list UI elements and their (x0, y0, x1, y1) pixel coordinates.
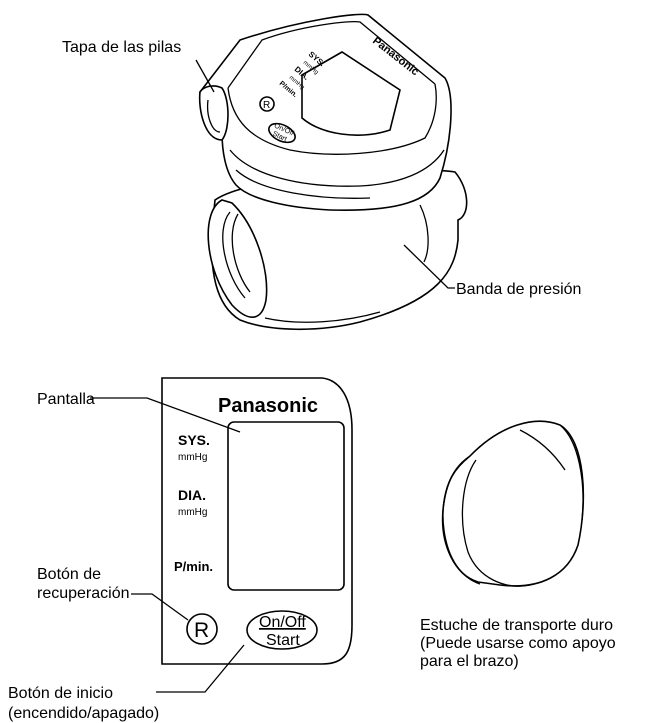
leader-cuff (403, 244, 455, 289)
callout-case-line3: para el brazo) (420, 653, 519, 670)
callout-display: Pantalla (37, 391, 95, 408)
leader-recall (131, 593, 189, 621)
front-brand: Panasonic (218, 395, 318, 417)
recall-button[interactable] (186, 613, 218, 645)
leader-display (90, 397, 241, 433)
front-dia-unit: mmHg (178, 507, 207, 518)
front-sys-label: SYS. (178, 432, 210, 448)
perspective-r-button-label: R (263, 100, 270, 111)
callout-battery-cover: Tapa de las pilas (62, 39, 181, 56)
display-screen (227, 421, 345, 591)
front-pulse-label: P/min. (174, 559, 213, 574)
monitor-front-view: Panasonic SYS. mmHg DIA. mmHg P/min. R O… (161, 377, 353, 665)
leader-start (156, 644, 245, 693)
front-sys-unit: mmHg (178, 452, 207, 463)
start-button-label: Start (266, 632, 300, 649)
callout-recall-line2: recuperación (37, 585, 130, 602)
leader-battery-cover (195, 59, 215, 93)
front-dia-label: DIA. (178, 487, 206, 503)
callout-start-line1: Botón de inicio (8, 685, 113, 702)
callout-recall-line1: Botón de (37, 566, 101, 583)
onoff-button-label: On/Off (259, 614, 306, 631)
recall-button-label: R (194, 619, 209, 642)
carrying-case-illustration (441, 420, 585, 587)
callout-cuff: Banda de presión (456, 281, 581, 298)
callout-start-line2: (encendido/apagado) (8, 705, 159, 722)
onoff-start-button[interactable] (246, 610, 318, 650)
monitor-perspective-illustration: R On/Off Start SYS. mmHg DIA. mmHg P/min… (198, 13, 468, 331)
callout-case-line2: (Puede usarse como apoyo (420, 635, 616, 652)
callout-case-line1: Estuche de transporte duro (420, 617, 613, 634)
